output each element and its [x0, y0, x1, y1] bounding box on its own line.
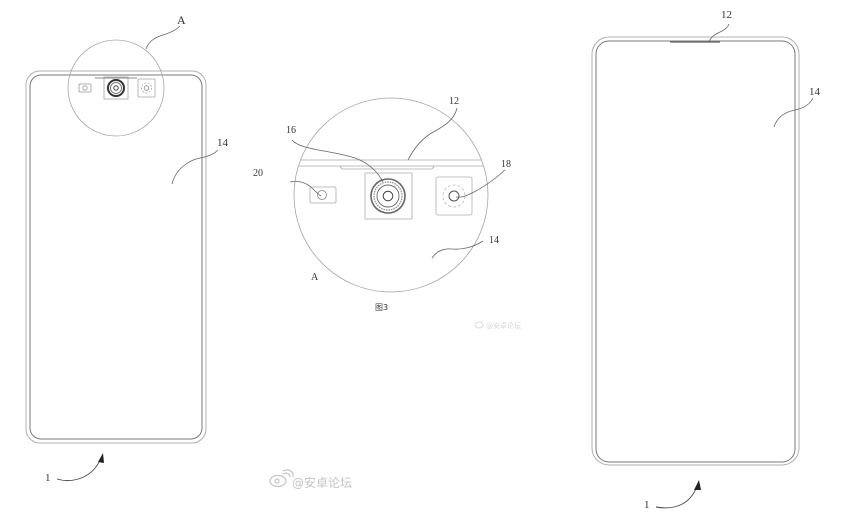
detail-view-a — [289, 97, 506, 293]
watermark-small: @安卓论坛 — [486, 322, 521, 330]
weibo-logo-small-icon — [474, 321, 484, 329]
detail-callout-18: 18 — [501, 159, 511, 170]
weibo-logo-icon — [269, 469, 294, 488]
left-screen-label-14: 14 — [217, 137, 228, 149]
left-phone-reference-1: 1 — [45, 472, 51, 484]
right-screen-label-14: 14 — [809, 86, 820, 98]
detail-callout-14: 14 — [489, 235, 499, 246]
detail-callout-16: 16 — [286, 125, 296, 136]
left-phone — [25, 25, 219, 481]
detail-circle-a — [67, 39, 165, 137]
detail-callout-12: 12 — [449, 96, 459, 107]
watermark-main: @安卓论坛 — [292, 476, 353, 490]
left-detail-label-a: A — [177, 13, 186, 27]
detail-view-label-a: A — [311, 272, 319, 283]
right-notch-label-12: 12 — [721, 9, 732, 21]
right-phone — [591, 23, 814, 509]
right-phone-reference-1: 1 — [644, 499, 650, 511]
detail-callout-20: 20 — [253, 168, 263, 179]
figure-caption: 图3 — [375, 303, 389, 312]
